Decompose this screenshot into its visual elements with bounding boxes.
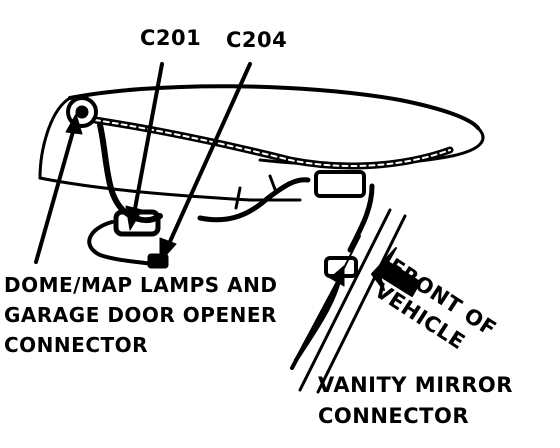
roof-left-edge [38, 96, 72, 180]
dome-arrow-head [65, 113, 83, 135]
c201-arrow-head [125, 205, 143, 231]
label-dome-line-2: GARAGE DOOR OPENER [4, 303, 277, 327]
label-dome-map-connector: DOME/MAP LAMPS AND GARAGE DOOR OPENER CO… [4, 270, 277, 360]
label-dome-line-3: CONNECTOR [4, 333, 149, 357]
middle-drop-wire [197, 177, 311, 223]
main-harness-inner [94, 119, 451, 167]
front-direction-arrow [371, 247, 421, 297]
visor-mount [314, 170, 366, 198]
dome-branch-wire [97, 122, 163, 224]
c204-arrow-head [159, 237, 177, 263]
label-c201: C201 [140, 26, 202, 50]
roof-top-edge [68, 84, 480, 130]
vanity-arrow-head [329, 265, 345, 287]
c204-arrow-line [166, 62, 252, 248]
vanity-arrow-line [290, 280, 340, 370]
visor-rod [347, 183, 375, 253]
rear-lamp-center [75, 105, 89, 119]
rear-lamp [66, 96, 98, 128]
pillar-line-2 [316, 214, 407, 394]
c201-arrow-line [132, 62, 164, 216]
headliner-lower-edge [38, 176, 302, 202]
label-dome-line-1: DOME/MAP LAMPS AND [4, 273, 278, 297]
dome-loop-wire [87, 220, 164, 268]
label-vanity-line-1: VANITY MIRROR [318, 373, 513, 397]
label-vanity-line-2: CONNECTOR [318, 404, 470, 428]
label-c204: C204 [226, 28, 288, 52]
clip-a [234, 186, 242, 210]
dome-arrow-line [34, 126, 76, 264]
label-vanity-mirror-connector: VANITY MIRROR CONNECTOR [318, 370, 513, 432]
clip-b [268, 174, 278, 194]
pillar-line-1 [298, 208, 392, 392]
